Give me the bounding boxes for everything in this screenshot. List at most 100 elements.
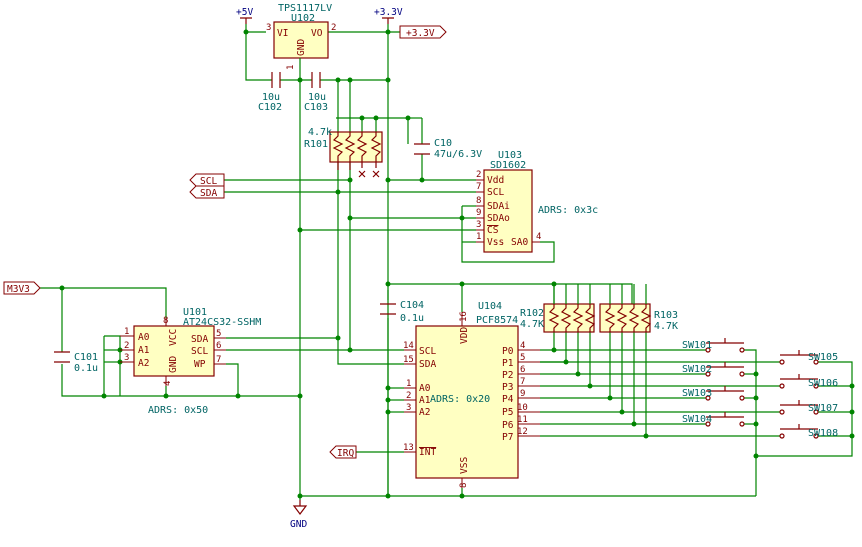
power-5v-label: +5V: [236, 7, 253, 18]
u104-pin-a1: A1: [419, 395, 431, 406]
sw102-switch[interactable]: SW102: [682, 362, 745, 377]
u103-pinnum-1: 1: [476, 232, 481, 242]
sw101-switch[interactable]: SW101: [682, 338, 745, 353]
r103-resistor-network[interactable]: R103 4.7K: [599, 284, 678, 333]
sw106-ref: SW106: [808, 378, 838, 389]
u102-pin-vi: VI: [277, 28, 288, 39]
u101-pinnum-5: 5: [216, 329, 221, 339]
u101-pinnum-2: 2: [124, 341, 129, 351]
c101-value: 0.1u: [74, 363, 98, 374]
net-label-sda[interactable]: SDA: [189, 185, 225, 199]
u104-pin-p0: P0: [502, 346, 514, 357]
u103-address: ADRS: 0x3c: [538, 205, 598, 216]
u104-pin-p6: P6: [502, 420, 514, 431]
u104-pinnum-12: 12: [517, 427, 528, 437]
u104-pin-p1: P1: [502, 358, 514, 369]
u104-pin-a2: A2: [419, 407, 430, 418]
c102-ref: C102: [258, 102, 282, 113]
c10-capacitor[interactable]: C10 47u/6.3V: [414, 138, 482, 160]
u101-pin-scl: SCL: [191, 346, 208, 357]
sw107-switch[interactable]: SW107: [779, 400, 838, 415]
u103-pinnum-7: 7: [476, 182, 481, 192]
u104-pin-scl: SCL: [419, 346, 436, 357]
u102-pin-vo: VO: [311, 28, 323, 39]
u102-regulator[interactable]: TPS1117LV U102 VI VO GND 3 2 1: [266, 3, 336, 70]
r103-ref: R103: [654, 310, 678, 321]
sw106-switch[interactable]: SW106: [779, 374, 838, 389]
u104-pin-p3: P3: [502, 382, 513, 393]
c102-capacitor[interactable]: 10u C102: [258, 72, 282, 113]
junction-dots: [59, 29, 855, 499]
u101-eeprom[interactable]: U101 AT24CS32-SSHM A0 A1 A2 SDA SCL WP V…: [120, 307, 261, 416]
u103-sd1602[interactable]: U103 SD1602 Vdd SCL SDAi SDAo CS Vss SA0…: [476, 150, 598, 253]
c10-ref: C10: [434, 138, 452, 149]
c103-capacitor[interactable]: 10u C103: [304, 72, 328, 113]
r103-value: 4.7K: [654, 321, 678, 332]
sw102-ref: SW102: [682, 364, 712, 375]
u104-pinnum-11: 11: [517, 415, 528, 425]
u102-pin-gnd: GND: [296, 39, 307, 56]
c101-capacitor[interactable]: C101 0.1u: [54, 351, 98, 374]
net-label-irq-text: IRQ: [337, 448, 354, 459]
u104-address: ADRS: 0x20: [430, 394, 490, 405]
u102-pinnum-2: 2: [331, 23, 336, 33]
sw104-ref: SW104: [682, 414, 712, 425]
u101-pin-a2: A2: [138, 358, 149, 369]
u104-pinnum-15: 15: [403, 355, 414, 365]
sw103-switch[interactable]: SW103: [682, 386, 745, 401]
u104-ref: U104: [478, 301, 502, 312]
u104-pinnum-1: 1: [406, 379, 411, 389]
net-label-3v3-out-text: +3.3V: [406, 28, 435, 39]
u101-pinnum-8: 8: [163, 316, 168, 326]
sw101-ref: SW101: [682, 340, 712, 351]
r102-ref: R102: [520, 308, 544, 319]
sw108-switch[interactable]: SW108: [779, 424, 838, 439]
u104-pin-p5: P5: [502, 407, 513, 418]
u103-pin-vdd: Vdd: [487, 175, 504, 186]
c103-ref: C103: [304, 102, 328, 113]
net-label-m3v3[interactable]: M3V3: [3, 281, 41, 295]
u104-pin-vss: VSS: [459, 457, 470, 474]
u101-address: ADRS: 0x50: [148, 405, 208, 416]
u101-pinnum-3: 3: [124, 353, 129, 363]
u103-pinnum-4: 4: [536, 232, 541, 242]
sw105-switch[interactable]: SW105: [779, 350, 838, 365]
u104-pinnum-5: 5: [520, 353, 525, 363]
u103-pinnum-2: 2: [476, 170, 481, 180]
r102-value: 4.7K: [520, 319, 544, 330]
u104-pinnum-8: 8: [459, 483, 469, 488]
u104-pinnum-6: 6: [520, 365, 525, 375]
u101-pinnum-1: 1: [124, 327, 129, 337]
power-3v3-symbol: +3.3V: [374, 7, 403, 24]
u103-pin-vss: Vss: [487, 237, 504, 248]
c102-value: 10u: [262, 92, 280, 103]
u104-pinnum-10: 10: [517, 403, 528, 413]
sw104-switch[interactable]: SW104: [682, 412, 745, 427]
u103-pinnum-9: 9: [476, 208, 481, 218]
net-label-irq[interactable]: IRQ: [329, 445, 357, 459]
r102-resistor-network[interactable]: R102 4.7K: [520, 284, 596, 333]
u104-pinnum-3: 3: [406, 403, 411, 413]
u101-pin-gnd: GND: [168, 356, 179, 373]
u104-pinnum-13: 13: [403, 443, 414, 453]
u104-pinnum-9: 9: [520, 389, 525, 399]
u104-pin-sda: SDA: [419, 359, 436, 370]
u103-pin-sdao: SDAo: [487, 213, 510, 224]
c104-capacitor[interactable]: C104 0.1u: [380, 300, 424, 324]
sw105-ref: SW105: [808, 352, 838, 363]
net-label-scl[interactable]: SCL: [189, 173, 225, 187]
u102-pinnum-3: 3: [266, 23, 271, 33]
u103-pinnum-8: 8: [476, 196, 481, 206]
u103-pin-sdai: SDAi: [487, 201, 510, 212]
c101-ref: C101: [74, 352, 98, 363]
net-label-sda-text: SDA: [200, 188, 217, 199]
u104-io-expander[interactable]: U104 PCF8574 SCL SDA A0 A1 A2 INT 14 15 …: [403, 301, 540, 488]
net-label-3v3-out[interactable]: +3.3V: [399, 25, 447, 39]
u104-value: PCF8574: [476, 315, 518, 326]
c104-ref: C104: [400, 300, 424, 311]
r101-resistor-network[interactable]: 4.7k R101: [304, 127, 383, 178]
power-5v-symbol: +5V: [236, 7, 253, 24]
c103-value: 10u: [308, 92, 326, 103]
u104-pin-p2: P2: [502, 370, 513, 381]
